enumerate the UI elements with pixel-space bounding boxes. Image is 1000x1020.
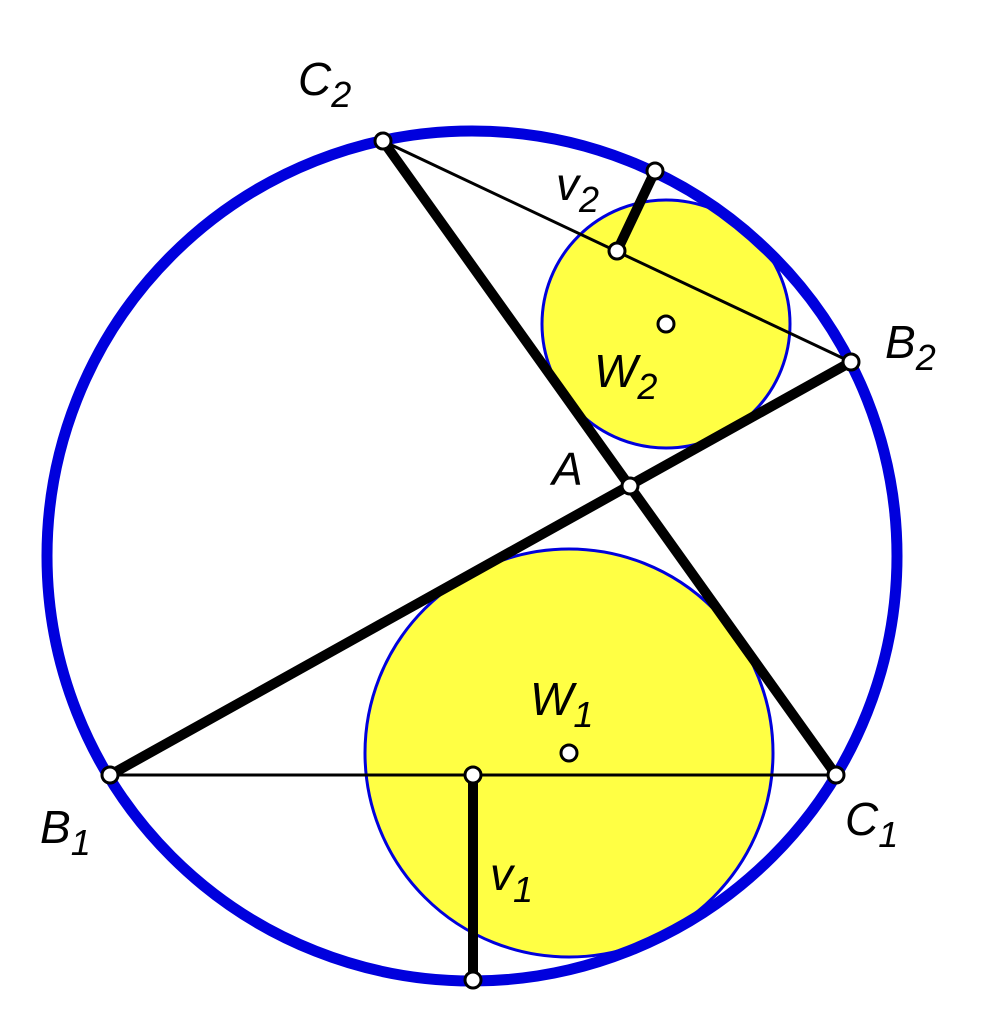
point-w1 bbox=[559, 743, 579, 763]
chord-b1-b2 bbox=[107, 357, 854, 780]
label-v1: v1 bbox=[490, 848, 533, 910]
point-b2 bbox=[841, 352, 861, 372]
point-v1-top bbox=[463, 765, 483, 785]
point-b1 bbox=[100, 765, 120, 785]
point-v2-inner bbox=[607, 241, 627, 261]
label-w1: W1 bbox=[530, 673, 593, 735]
label-b1: B1 bbox=[40, 801, 91, 863]
point-a bbox=[620, 476, 640, 496]
label-a: A bbox=[549, 443, 583, 495]
point-v2-outer bbox=[645, 161, 665, 181]
label-b2: B2 bbox=[885, 316, 936, 378]
point-c1 bbox=[826, 765, 846, 785]
point-c2 bbox=[373, 131, 393, 151]
chord-c2-c1 bbox=[378, 138, 841, 778]
point-v1-bottom bbox=[463, 970, 483, 990]
label-c1: C1 bbox=[845, 793, 898, 855]
label-v2: v2 bbox=[556, 158, 599, 220]
point-w2 bbox=[656, 314, 676, 334]
segment-v2 bbox=[612, 168, 660, 254]
label-w2: W2 bbox=[594, 345, 657, 407]
label-c2: C2 bbox=[298, 53, 351, 115]
